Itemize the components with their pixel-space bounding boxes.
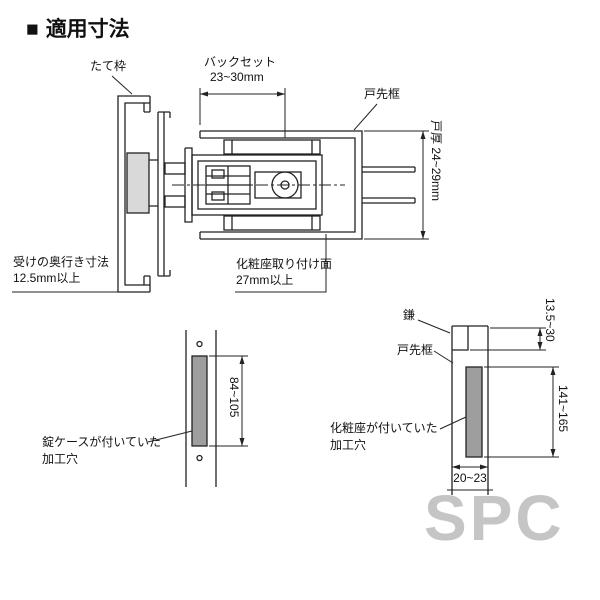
lockcase-hole-lineart <box>185 330 217 487</box>
escutcheon-hole-lineart <box>451 325 489 495</box>
receiver-depth-value: 12.5mm以上 <box>13 271 81 285</box>
escutcheon-hole-caption-1: 化粧座が付いていた <box>330 421 438 435</box>
lockcase-hole-plate <box>191 355 208 447</box>
screw-hole-top <box>196 340 203 348</box>
backset-value: 23~30mm <box>210 70 264 84</box>
lockcase-hole-caption-1: 錠ケースが付いていた <box>42 435 162 449</box>
door-thickness-dim: 戸厚 24~29mm <box>429 120 443 202</box>
door-stile-label: 戸先框 <box>364 87 401 101</box>
backset-label: バックセット <box>204 55 277 69</box>
page-title-text: 適用寸法 <box>45 18 130 41</box>
mount-face-value: 27mm以上 <box>236 273 294 287</box>
frame-label: たて枠 <box>90 59 127 73</box>
hook-label: 鎌 <box>403 308 416 322</box>
door-stile-label-right: 戸先框 <box>397 343 434 357</box>
strike-receiver <box>126 152 150 214</box>
mount-face-label: 化粧座取り付け面 <box>236 257 333 271</box>
spc-watermark: SPC <box>424 482 565 554</box>
lockcase-hole-caption-2: 加工穴 <box>42 452 79 466</box>
page-title: ■ 適用寸法 <box>26 18 130 42</box>
lockcase-hole-height-dim: 84~105 <box>227 377 241 418</box>
hook-offset-dim: 13.5~30 <box>543 298 557 342</box>
escutcheon-hole-height-dim: 141~165 <box>556 385 570 433</box>
top-view-lineart <box>117 95 416 293</box>
escutcheon-hole-caption-2: 加工穴 <box>330 438 367 452</box>
screw-hole-bottom <box>196 454 203 462</box>
stile-width-dim: 20~23 <box>453 471 487 485</box>
arrowheads <box>200 91 556 470</box>
title-square-icon: ■ <box>26 18 39 41</box>
escutcheon-hole-plate <box>465 366 483 458</box>
receiver-depth-label: 受けの奥行き寸法 <box>13 255 110 269</box>
